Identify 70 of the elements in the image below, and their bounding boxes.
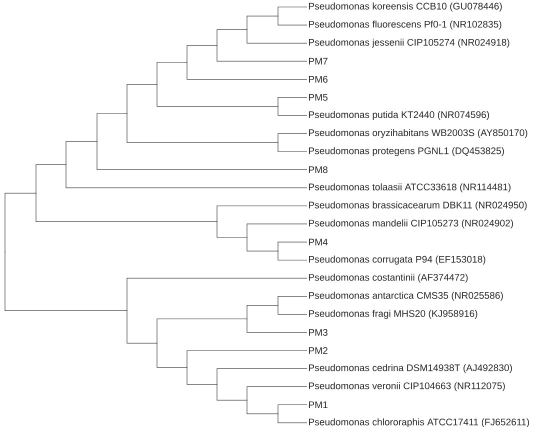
tree-branch [246,305,278,320]
tree-branch [126,278,308,311]
taxon-label: Pseudomonas brassicacearum DBK11 (NR024950) [308,201,527,210]
taxon-label: Pseudomonas jessenii CIP105274 (NR024918) [308,38,510,48]
tree-branch [246,318,308,333]
tree-branch [96,141,308,170]
taxon-label: PM7 [308,58,328,65]
tree-branch [278,242,308,252]
tree-branch [156,318,248,344]
tree-branch [186,45,218,63]
tree-branch [96,113,128,142]
taxon-label: Pseudomonas fluorescens Pf0-1 (NR102835) [308,20,502,30]
tree-branch [278,414,308,424]
tree-branch [216,221,248,238]
taxon-label: Pseudomonas antarctica CMS35 (NR025586) [308,292,503,301]
tree-branch [216,29,248,46]
tree-branch [4,252,128,311]
taxon-label: Pseudomonas corrugata P94 (EF153018) [308,256,486,265]
tree-branch [216,368,308,385]
taxon-label: PM1 [308,401,328,408]
tree-branch [278,133,308,143]
taxon-label: Pseudomonas tolaasii ATCC33618 (NR114481) [308,183,511,192]
tree-branch [156,84,278,107]
taxon-label: Pseudomonas cedrina DSM14938T (AJ492830) [308,364,512,374]
taxon-label: Pseudomonas costantinii (AF374472) [308,274,468,283]
tree-branch [278,404,308,414]
taxon-label: PM2 [308,347,328,354]
tree-branch [156,62,188,85]
tree-branch [246,224,308,238]
tree-branch [216,206,308,222]
tree-branch [278,305,308,315]
tree-branch [126,310,158,344]
tree-branch [278,296,308,306]
taxon-label: Pseudomonas fragi MHS20 (KJ958916) [308,310,478,319]
taxon-label: Pseudomonas veronii CIP104663 (NR112075) [308,382,505,392]
tree-branch [4,192,36,252]
taxon-label: PM6 [308,76,328,83]
tree-branch [278,142,308,152]
tree-branch [278,97,308,107]
tree-branch [126,84,158,114]
taxon-label: Pseudomonas oryzihabitans WB2003S (AY850170) [308,129,528,138]
tree-branch [36,164,66,194]
tree-branch [246,386,308,401]
tree-branch [246,29,308,44]
taxon-label: Pseudomonas protegens PGNL1 (DQ453825) [308,147,504,156]
tree-branch [186,350,308,368]
tree-branch [126,113,278,143]
taxon-label: PM3 [308,329,328,336]
tree-branch [246,400,278,414]
tree-branch [66,141,98,165]
taxon-label: PM8 [308,166,328,174]
taxon-label: PM5 [308,94,328,101]
taxon-label: Pseudomonas mandelii CIP105273 (NR024902) [308,220,514,228]
taxon-label: Pseudomonas koreensis CCB10 (GU078446) [308,2,502,12]
tree-branch [278,106,308,116]
taxon-label: Pseudomonas putida KT2440 (NR074596) [308,111,490,120]
tree-branch [186,62,308,80]
tree-branch [278,6,308,16]
tree-branch [278,250,308,260]
taxon-label: PM4 [308,238,328,246]
tree-branch [36,192,218,222]
tree-branch [216,45,308,62]
tree-branch [186,367,218,385]
tree-branch [156,342,188,368]
tree-branch [66,164,308,188]
tree-branch [246,16,278,30]
taxon-label: Pseudomonas chlororaphis ATCC17411 (FJ652611) [308,418,530,427]
tree-branch [246,237,278,252]
tree-branch [216,384,248,401]
tree-branch [278,16,308,26]
